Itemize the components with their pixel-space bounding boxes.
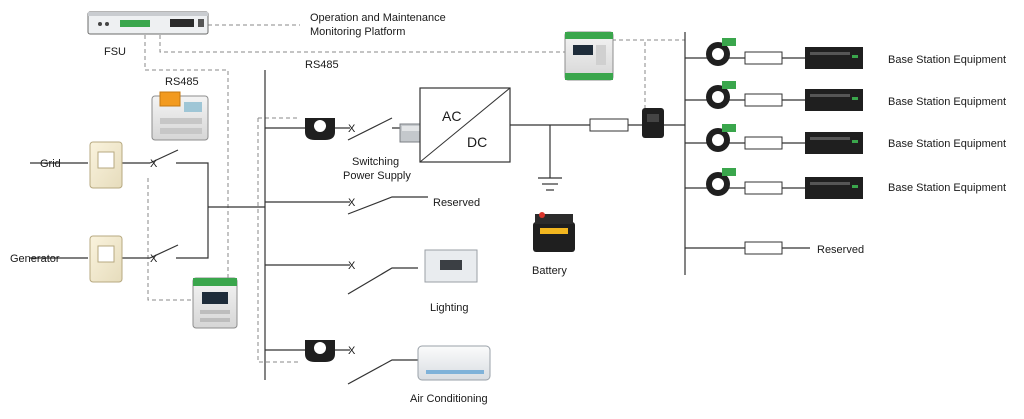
air-conditioner (417, 345, 491, 381)
right-fuses (589, 51, 783, 255)
power-lines (30, 32, 810, 385)
breaker-mark-reserved: X (348, 197, 356, 209)
breaker-mark-switching: X (348, 123, 356, 135)
rs485-dashed-links (144, 24, 685, 363)
platform-label-line2: Monitoring Platform (310, 26, 405, 38)
dc-fuse (589, 118, 629, 132)
air-conditioning-label: Air Conditioning (410, 393, 488, 405)
lighting-fixture (424, 249, 478, 283)
platform-label-line1: Operation and Maintenance (310, 12, 446, 24)
generator-label: Generator (10, 253, 60, 265)
current-sensor-switching (305, 118, 335, 140)
hall-sensor (642, 108, 664, 138)
sensor-ring-3 (706, 124, 736, 152)
fsu-label: FSU (104, 46, 126, 58)
reserved-right-label: Reserved (817, 244, 864, 256)
dc-monitor-meter (564, 31, 614, 81)
fsu-device (87, 11, 209, 35)
rack-3 (805, 132, 863, 154)
battery-icon (533, 212, 575, 252)
grid-label: Grid (40, 158, 61, 170)
smart-meter-orange (151, 91, 209, 141)
reserved-mid-label: Reserved (433, 197, 480, 209)
switching-label-line2: Power Supply (343, 170, 411, 182)
base-station-label-4: Base Station Equipment (888, 182, 1006, 194)
breaker-mark-ac: X (348, 345, 356, 357)
grid-current-transformer (89, 141, 123, 189)
rack-4 (805, 177, 863, 199)
sensor-ring-4 (706, 168, 736, 196)
breaker-mark-lighting: X (348, 260, 356, 272)
base-station-label-1: Base Station Equipment (888, 54, 1006, 66)
generator-current-transformer (89, 235, 123, 283)
ac-label: AC (442, 108, 461, 124)
base-station-racks (805, 47, 863, 199)
breaker-mark-grid: X (150, 158, 158, 170)
rack-1 (805, 47, 863, 69)
rack-2 (805, 89, 863, 111)
lighting-label: Lighting (430, 302, 469, 314)
rs485-label-left: RS485 (165, 76, 199, 88)
ac-dc-converter (419, 87, 511, 163)
battery-label: Battery (532, 265, 567, 277)
sensor-ring-2 (706, 81, 736, 109)
dc-label: DC (467, 134, 487, 150)
base-station-label-2: Base Station Equipment (888, 96, 1006, 108)
right-current-sensors (706, 38, 736, 196)
sensor-ring-1 (706, 38, 736, 66)
breaker-mark-generator: X (150, 253, 158, 265)
rs485-label-center: RS485 (305, 59, 339, 71)
base-station-label-3: Base Station Equipment (888, 138, 1006, 150)
switching-label-line1: Switching (352, 156, 399, 168)
multi-channel-meter (192, 277, 238, 329)
current-sensor-ac (305, 340, 335, 362)
